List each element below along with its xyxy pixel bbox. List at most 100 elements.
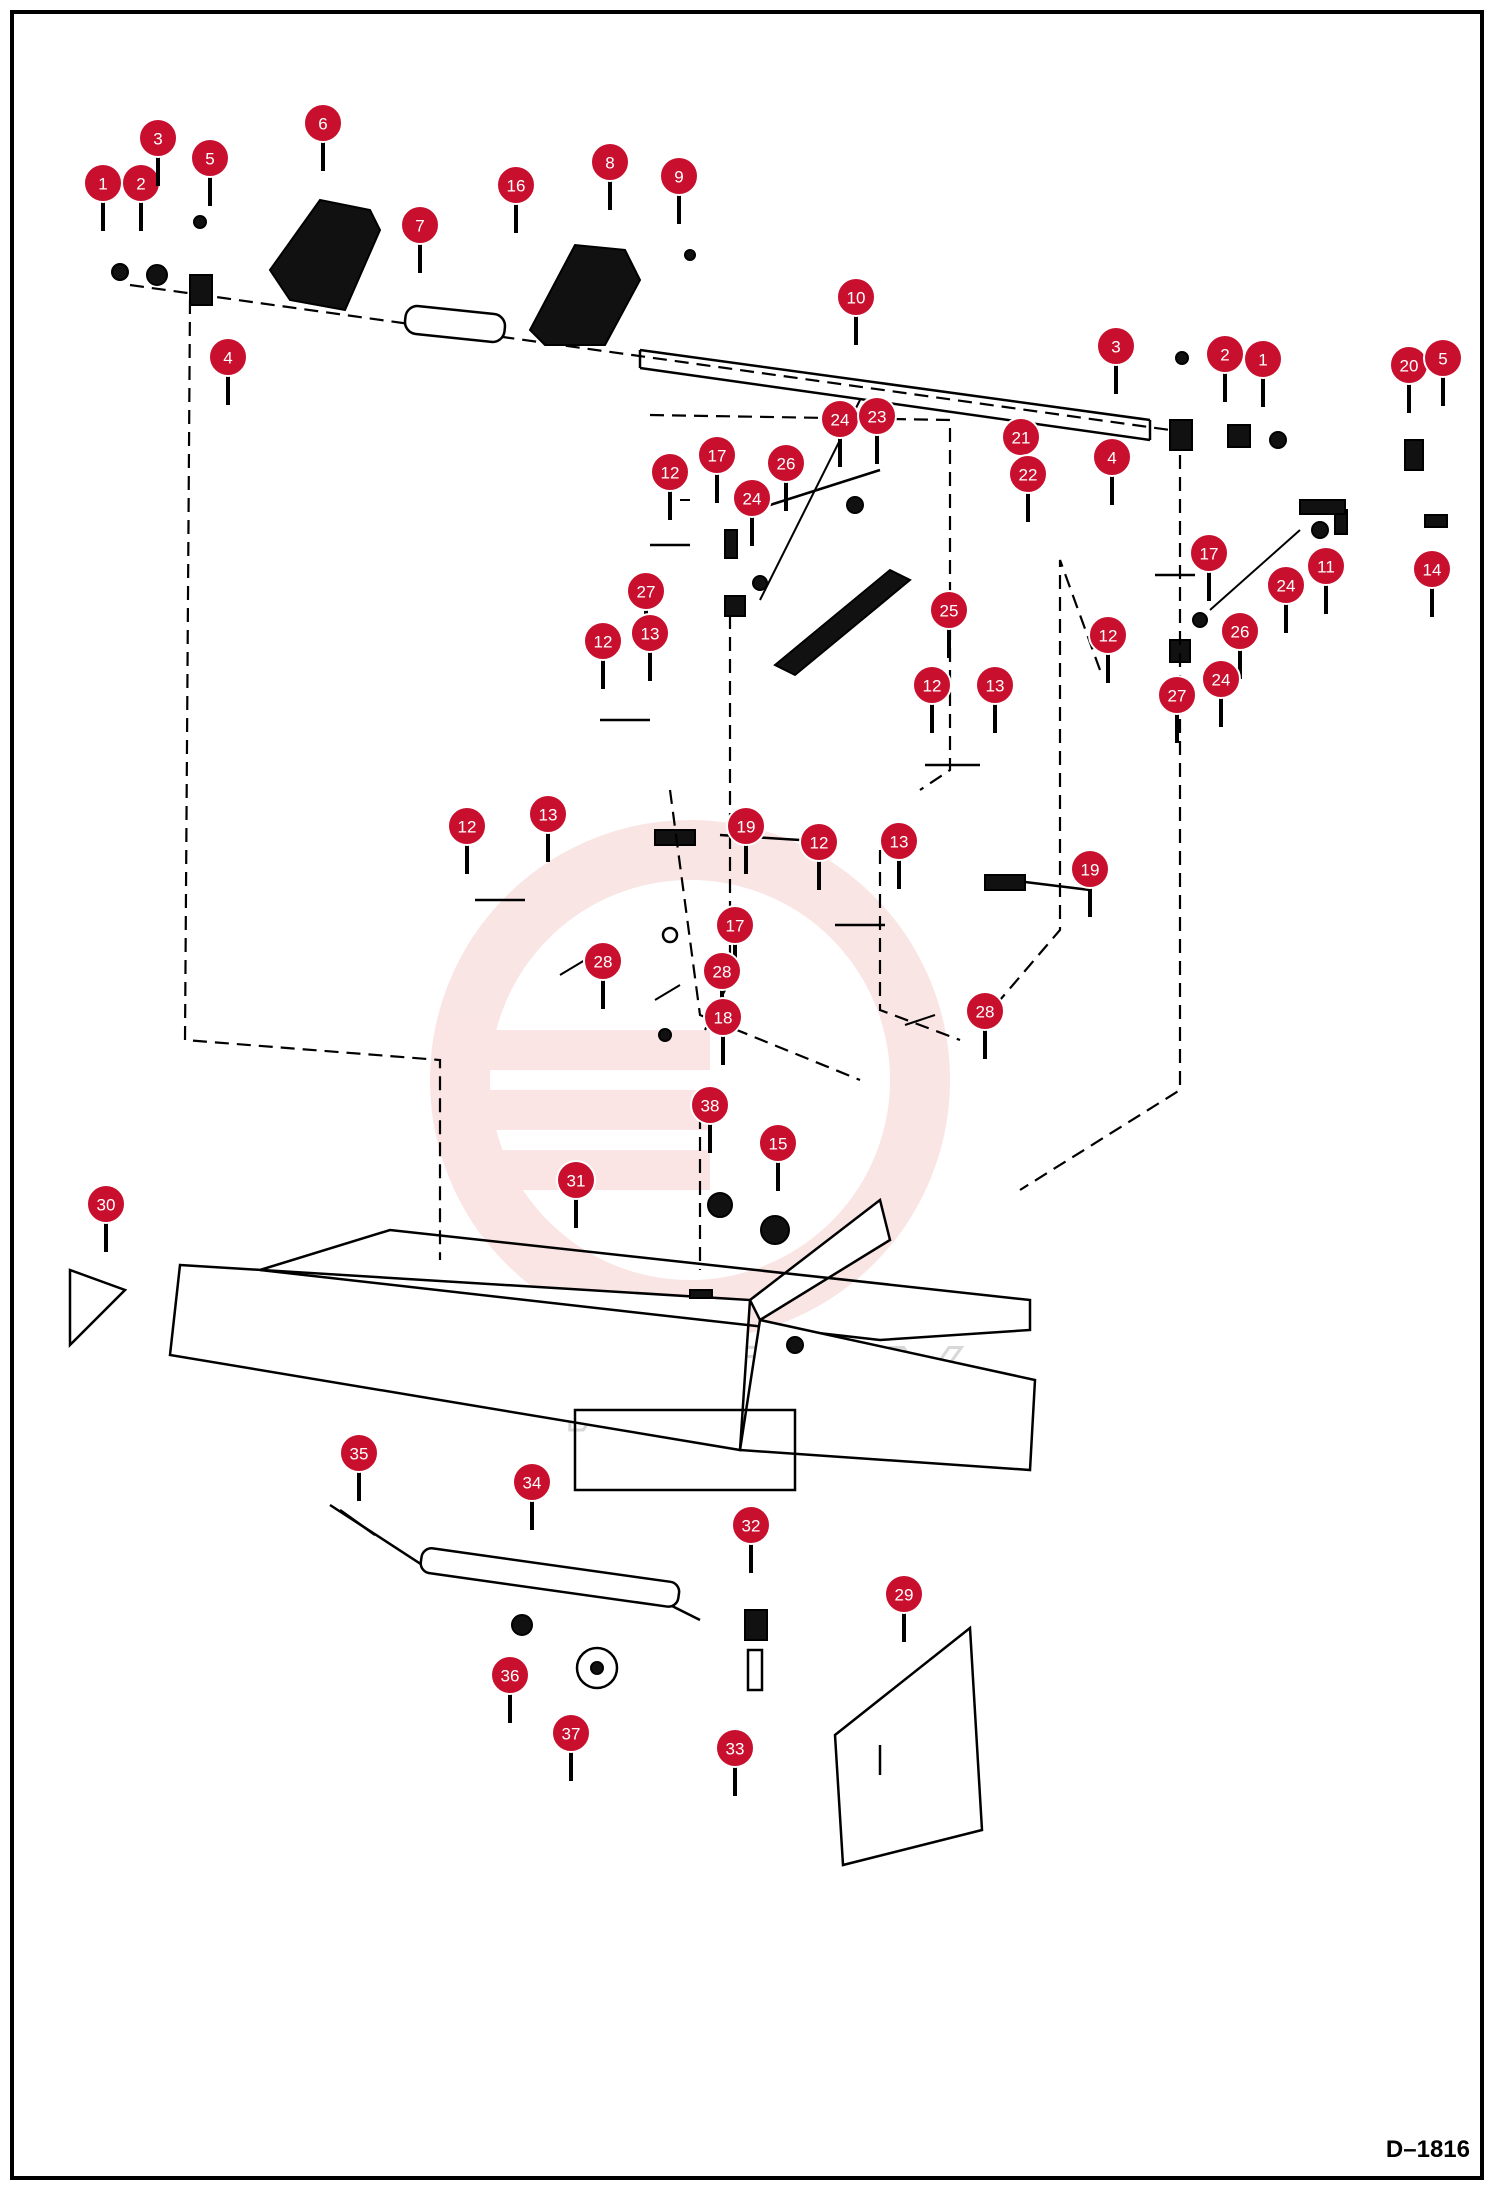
callout-11: 11 [1306,546,1346,614]
callout-circle [490,1655,530,1695]
callout-number: 2 [1220,346,1229,365]
callout-16: 16 [496,165,536,233]
callout-circle [1008,454,1048,494]
callout-number: 15 [769,1135,788,1154]
callout-circle [766,443,806,483]
callout-29: 29 [884,1574,924,1642]
callout-number: 27 [1168,687,1187,706]
lower-linkage [329,1503,984,1867]
callout-circle [1070,849,1110,889]
callout-circle [1189,533,1229,573]
callout-number: 12 [1099,627,1118,646]
callout-number: 24 [831,411,850,430]
callout-circle [726,806,766,846]
callout-26: 26 [766,443,806,511]
callout-31: 31 [556,1160,596,1228]
callout-number: 6 [318,115,327,134]
callout-circle [630,613,670,653]
callout-2: 2 [1205,334,1245,402]
callout-number: 24 [1277,577,1296,596]
callout-12: 12 [799,822,839,890]
callout-27: 27 [1157,675,1197,743]
callout-circle [836,277,876,317]
callout-37: 37 [551,1713,591,1781]
callout-circle [975,665,1015,705]
callout-number: 32 [742,1517,761,1536]
callout-12: 12 [912,665,952,733]
callout-10: 10 [836,277,876,345]
callout-circle [583,621,623,661]
callout-number: 12 [458,818,477,837]
callout-circle [339,1433,379,1473]
callout-number: 22 [1019,466,1038,485]
callout-number: 21 [1012,429,1031,448]
callout-circle [583,941,623,981]
callout-5: 5 [190,138,230,206]
callout-number: 13 [539,806,558,825]
callout-4: 4 [1092,437,1132,505]
callout-19: 19 [1070,849,1110,917]
callout-number: 13 [890,833,909,852]
callout-15: 15 [758,1123,798,1191]
callout-25: 25 [929,590,969,658]
callout-circle [528,794,568,834]
callout-circle [715,905,755,945]
callout-6: 6 [303,103,343,171]
callout-number: 26 [777,455,796,474]
callout-7: 7 [400,205,440,273]
callout-number: 13 [641,625,660,644]
callout-number: 12 [810,834,829,853]
callout-circle [556,1160,596,1200]
callout-circle [303,103,343,143]
callout-number: 4 [1107,449,1116,468]
callout-number: 34 [523,1474,542,1493]
callout-number: 28 [594,953,613,972]
callout-number: 5 [205,150,214,169]
callout-number: 33 [726,1740,745,1759]
callout-13: 13 [630,613,670,681]
callout-number: 30 [97,1196,116,1215]
callout-20: 20 [1389,345,1429,413]
callout-number: 19 [1081,861,1100,880]
callout-circle [400,205,440,245]
callout-number: 12 [923,677,942,696]
callout-circle [1088,615,1128,655]
callout-number: 11 [1317,558,1335,577]
callout-circle [715,1728,755,1768]
callout-circle [1096,326,1136,366]
callout-number: 1 [98,175,107,194]
callout-17: 17 [697,435,737,503]
callout-circle [703,997,743,1037]
callout-circle [1201,659,1241,699]
callout-30: 30 [86,1184,126,1252]
callout-number: 20 [1400,357,1419,376]
callout-number: 3 [153,130,162,149]
callout-number: 1 [1258,351,1267,370]
callout-24: 24 [732,478,772,546]
callout-number: 38 [701,1097,720,1116]
callout-23: 23 [857,396,897,464]
callout-circle [799,822,839,862]
callout-circle [697,435,737,475]
callout-3: 3 [1096,326,1136,394]
callout-13: 13 [879,821,919,889]
drawing-frame [10,10,1484,2180]
callout-circle [929,590,969,630]
callout-4: 4 [208,337,248,405]
callout-17: 17 [1189,533,1229,601]
callout-9: 9 [659,156,699,224]
callout-12: 12 [1088,615,1128,683]
callout-circle [1266,565,1306,605]
callout-number: 28 [713,963,732,982]
callout-circle [208,337,248,377]
callout-28: 28 [583,941,623,1009]
callout-circle [1092,437,1132,477]
callout-number: 13 [986,677,1005,696]
callout-circle [1306,546,1346,586]
callout-circle [1220,611,1260,651]
drawing-id: D–1816 [1385,2136,1470,2163]
callout-1: 1 [83,163,123,231]
callout-36: 36 [490,1655,530,1723]
callout-number: 26 [1231,623,1250,642]
callout-number: 37 [562,1725,581,1744]
